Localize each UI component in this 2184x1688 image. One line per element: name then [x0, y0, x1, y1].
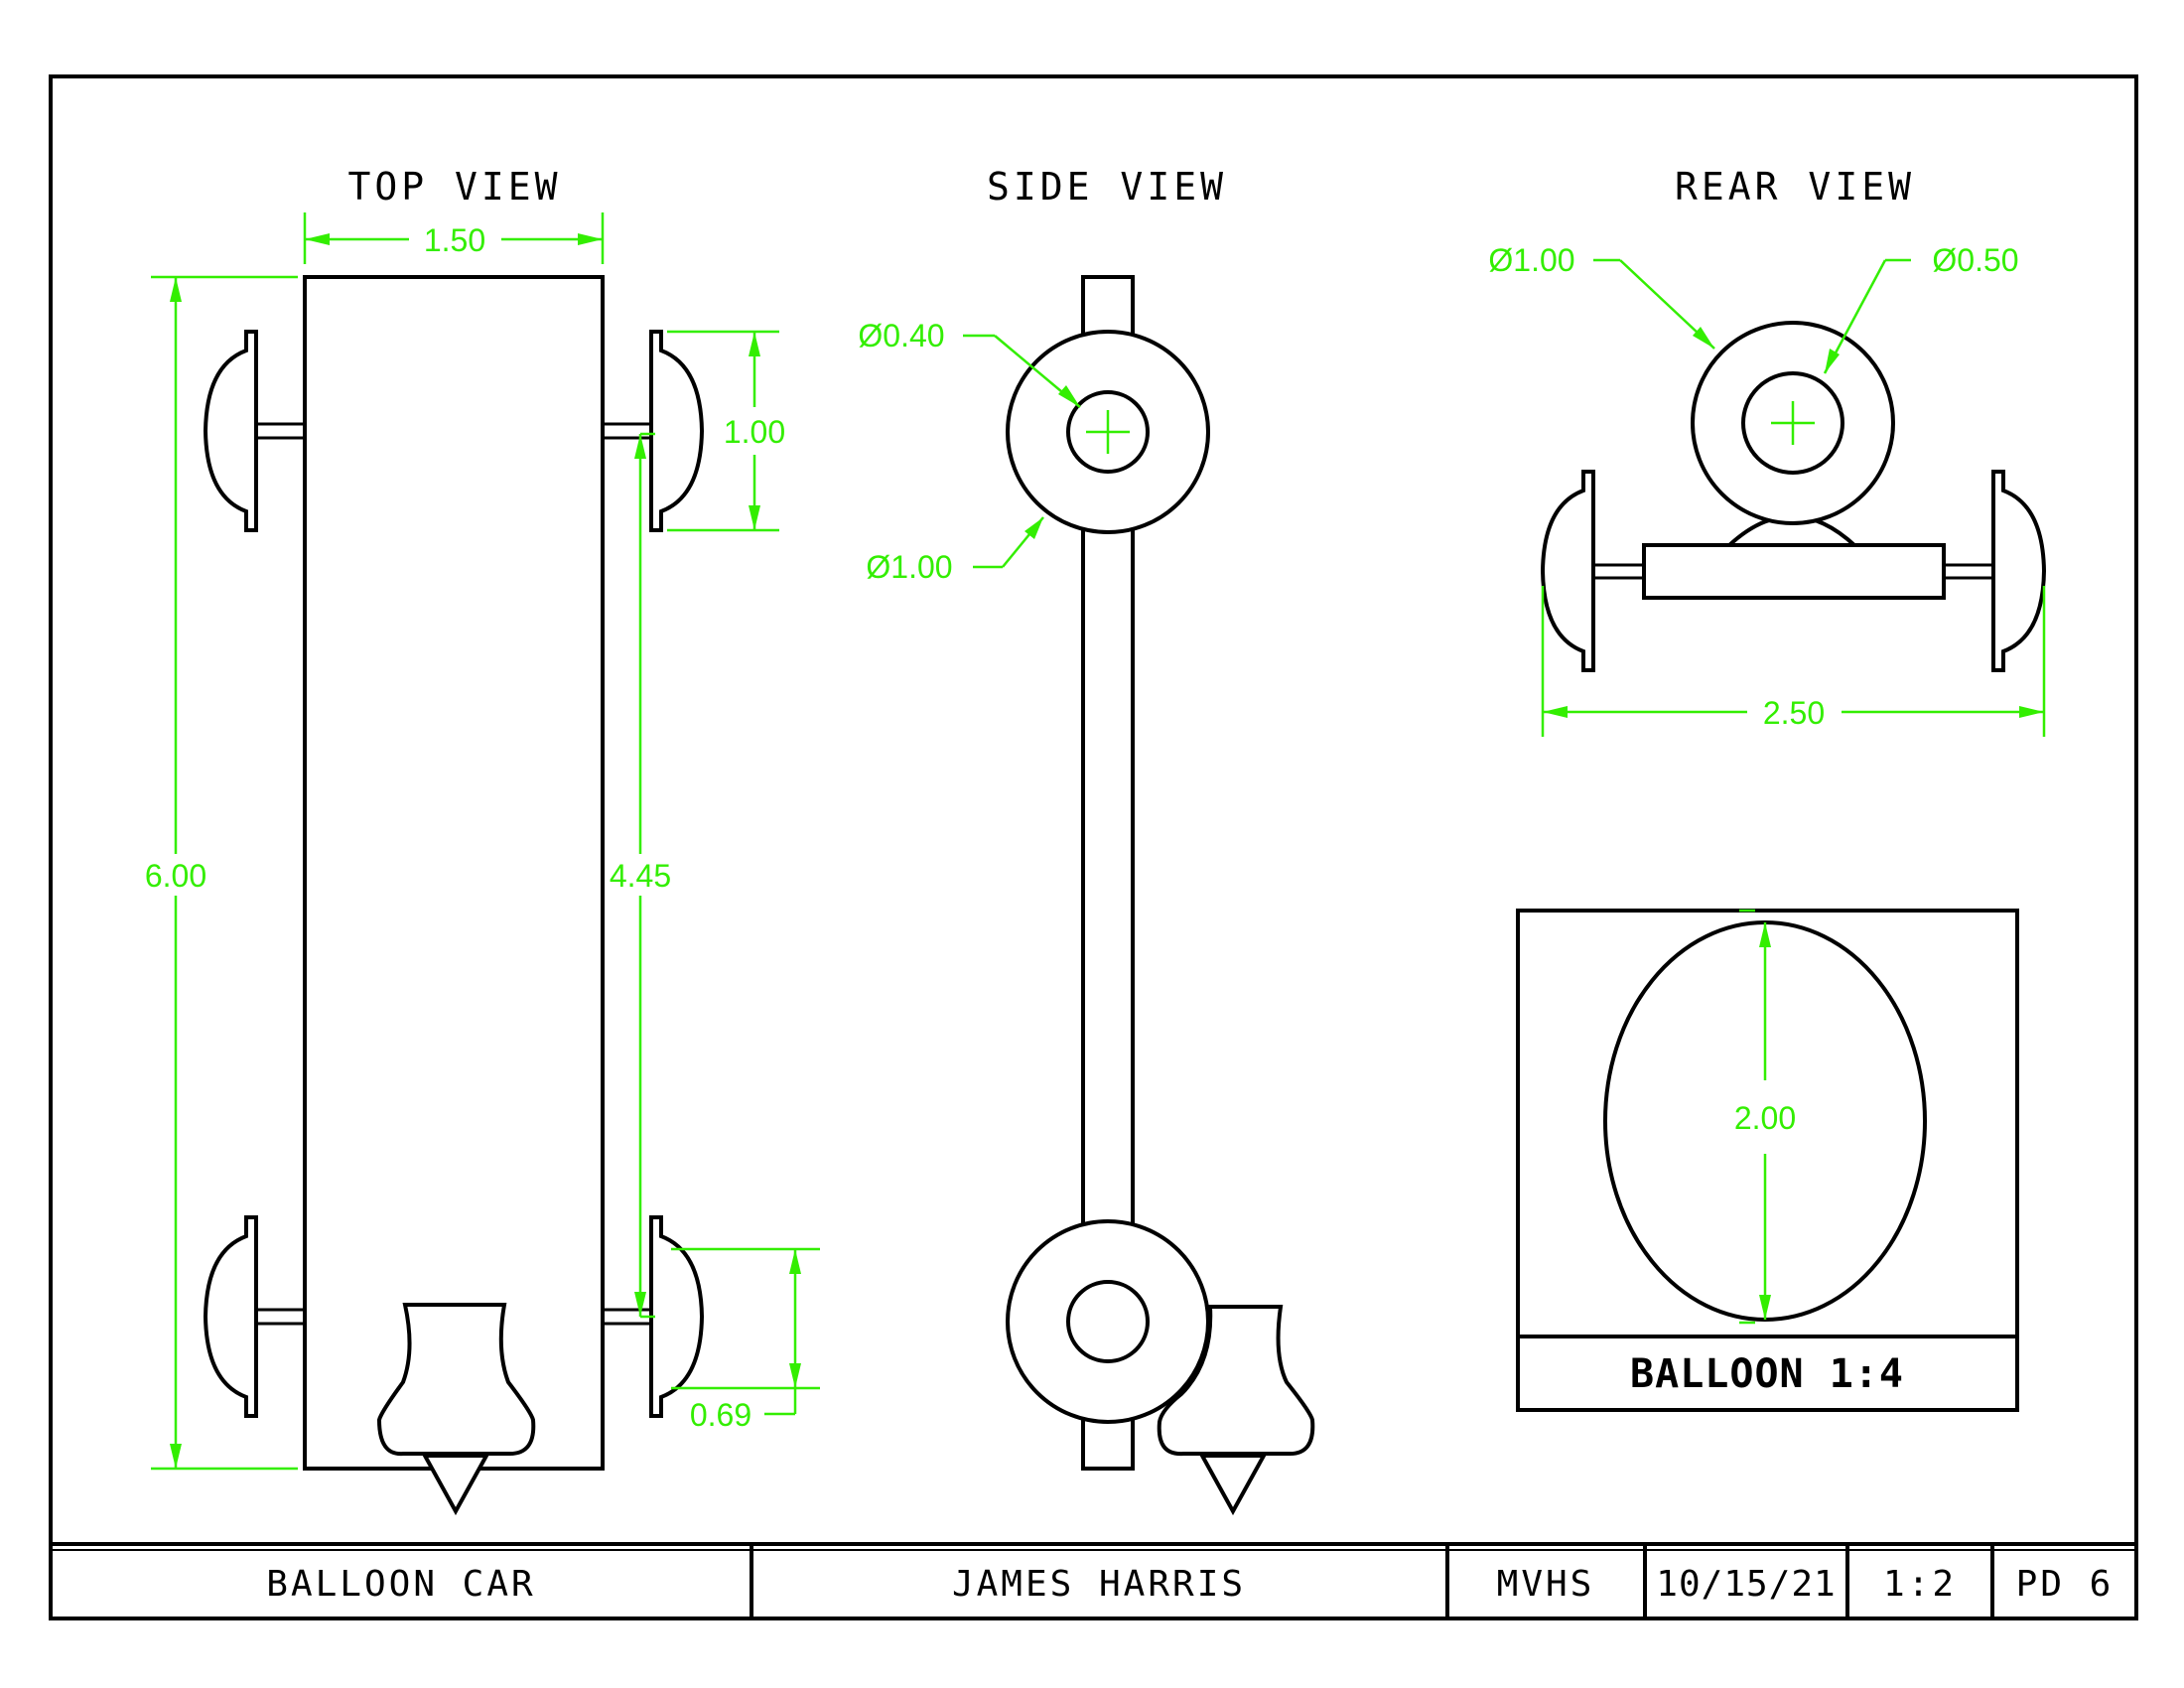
side-view-title: SIDE VIEW: [987, 165, 1227, 209]
title-scale: 1:2: [1883, 1564, 1957, 1605]
rear-body: [1642, 543, 1946, 600]
side-axle-rear: [1066, 1280, 1150, 1363]
balloon-label: BALLOON 1:4: [1630, 1351, 1904, 1397]
side-body: [1081, 275, 1135, 1471]
balloon-frame: [1516, 909, 2019, 1412]
svg-text:2.50: 2.50: [1763, 695, 1825, 731]
rear-dim-track: 2.50: [1541, 586, 2046, 737]
title-project: BALLOON CAR: [266, 1564, 535, 1605]
rear-dim-wheel: Ø1.00: [1488, 242, 1715, 350]
top-view: TOP VIEW 1.50: [145, 165, 820, 1516]
svg-text:0.69: 0.69: [690, 1397, 751, 1433]
side-axle-front: [1066, 390, 1150, 474]
top-nozzle-tip: [421, 1454, 490, 1516]
title-date: 10/15/21: [1656, 1564, 1836, 1605]
top-dim-wheelbase: 4.45: [610, 432, 671, 1319]
svg-text:Ø0.50: Ø0.50: [1932, 242, 2018, 278]
top-body: [303, 275, 605, 1471]
top-wheel-rear-left: [203, 1215, 258, 1418]
svg-text:Ø1.00: Ø1.00: [866, 549, 952, 585]
title-block: BALLOON CAR JAMES HARRIS MVHS 10/15/21 1…: [51, 1542, 2136, 1618]
rear-hub: [1741, 371, 1844, 475]
top-wheel-front-left: [203, 330, 258, 532]
sheet-border: [49, 74, 2138, 1620]
rear-wheel-right: [1991, 470, 2047, 672]
svg-text:4.45: 4.45: [610, 858, 671, 894]
balloon-detail: 2.00 BALLOON 1:4: [1516, 909, 2019, 1412]
side-dim-wheel: Ø1.00: [866, 516, 1044, 585]
top-axles: [258, 422, 650, 1326]
svg-text:2.00: 2.00: [1734, 1100, 1796, 1136]
title-author: JAMES HARRIS: [952, 1564, 1246, 1605]
side-nozzle-tip: [1198, 1454, 1268, 1516]
title-school: MVHS: [1497, 1564, 1595, 1605]
balloon-dim: 2.00: [1734, 909, 1796, 1325]
side-dim-axle: Ø0.40: [858, 318, 1081, 408]
svg-text:6.00: 6.00: [145, 858, 206, 894]
side-view: SIDE VIEW Ø0.40 Ø1.00: [858, 165, 1315, 1516]
side-wheel-rear: [1006, 1219, 1210, 1424]
top-nozzle: [376, 1303, 536, 1457]
top-wheel-rear-right: [649, 1215, 705, 1418]
rear-wheel-left: [1540, 470, 1595, 672]
svg-text:Ø1.00: Ø1.00: [1488, 242, 1574, 278]
svg-text:1.50: 1.50: [424, 222, 485, 258]
rear-dim-hub: Ø0.50: [1823, 242, 2019, 374]
top-dim-rear-offset: 0.69: [671, 1247, 820, 1433]
svg-text:1.00: 1.00: [724, 414, 785, 450]
top-dim-width: 1.50: [303, 212, 605, 264]
top-dim-wheel: 1.00: [667, 330, 785, 532]
title-period: PD 6: [2016, 1564, 2115, 1605]
top-wheel-front-right: [649, 330, 705, 532]
rear-view-title: REAR VIEW: [1675, 165, 1915, 209]
top-view-title: TOP VIEW: [347, 165, 561, 209]
rear-view: REAR VIEW Ø1.00 Ø0.50: [1488, 165, 2047, 737]
svg-text:Ø0.40: Ø0.40: [858, 318, 944, 353]
top-dim-length: 6.00: [145, 275, 298, 1471]
